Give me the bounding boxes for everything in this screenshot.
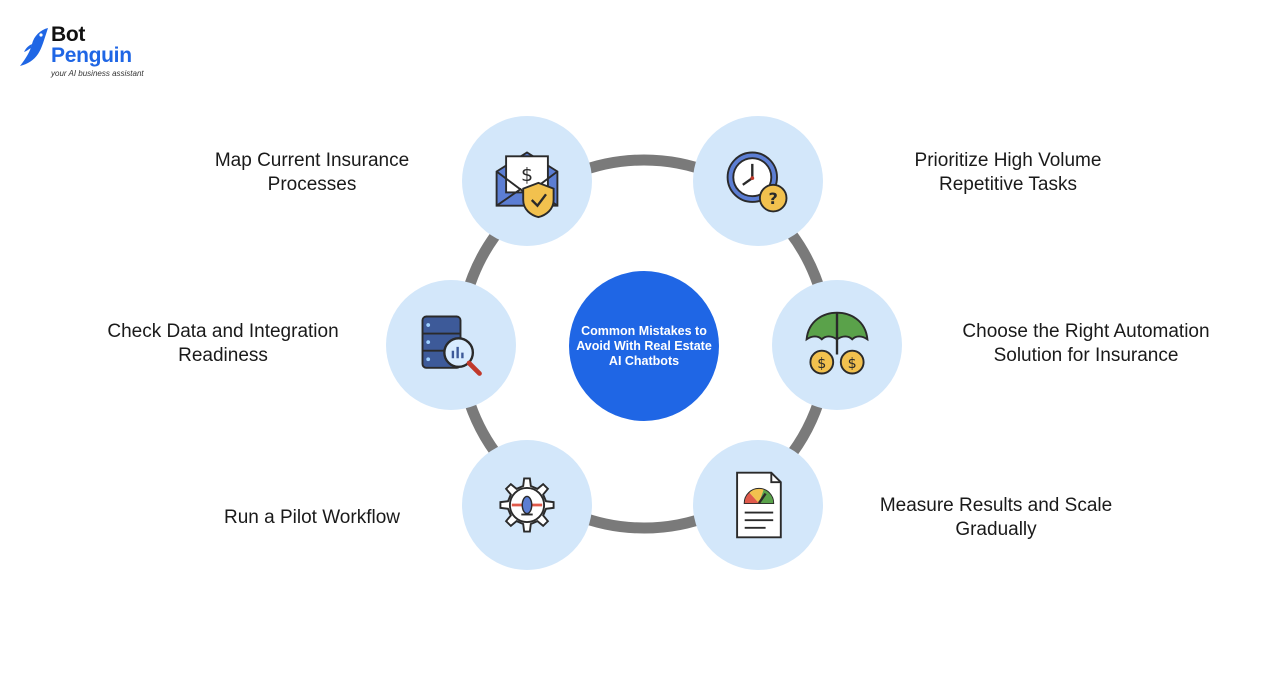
- logo-tagline: your AI business assistant: [51, 69, 144, 78]
- center-title: Common Mistakes to Avoid With Real Estat…: [576, 323, 712, 368]
- penguin-logo-icon: [20, 28, 48, 66]
- step-node-run-pilot: [462, 440, 592, 570]
- step-label-prioritize-tasks: Prioritize High Volume Repetitive Tasks: [914, 150, 1102, 195]
- svg-text:$: $: [848, 356, 857, 372]
- step-label-measure-results: Measure Results and Scale Gradually: [879, 495, 1113, 540]
- clock-question-icon: ?: [726, 151, 788, 213]
- step-label-choose-solution: Choose the Right Automation Solution for…: [962, 321, 1210, 366]
- step-node-map-processes: $: [462, 116, 592, 246]
- center-topic: Common Mistakes to Avoid With Real Estat…: [569, 271, 719, 421]
- envelope-shield-icon: $: [495, 151, 559, 219]
- logo-name-penguin: Penguin: [51, 44, 132, 67]
- database-magnifier-icon: [421, 315, 482, 376]
- svg-text:$: $: [521, 164, 533, 186]
- step-label-run-pilot: Run a Pilot Workflow: [224, 507, 400, 528]
- step-node-choose-solution: $ $: [772, 280, 902, 410]
- step-label-check-data: Check Data and Integration Readiness: [107, 321, 339, 366]
- svg-text:$: $: [817, 356, 826, 372]
- umbrella-coins-icon: $ $: [805, 311, 869, 375]
- step-label-map-processes: Map Current Insurance Processes: [214, 150, 410, 195]
- bot-penguin-logo: Bot Penguin your AI business assistant: [18, 24, 148, 84]
- gear-plane-icon: [499, 477, 555, 533]
- step-node-prioritize-tasks: ?: [693, 116, 823, 246]
- logo-name-bot: Bot: [51, 23, 86, 46]
- step-node-measure-results: [693, 440, 823, 570]
- svg-text:?: ?: [769, 189, 778, 208]
- report-gauge-icon: [736, 471, 782, 539]
- step-node-check-data: [386, 280, 516, 410]
